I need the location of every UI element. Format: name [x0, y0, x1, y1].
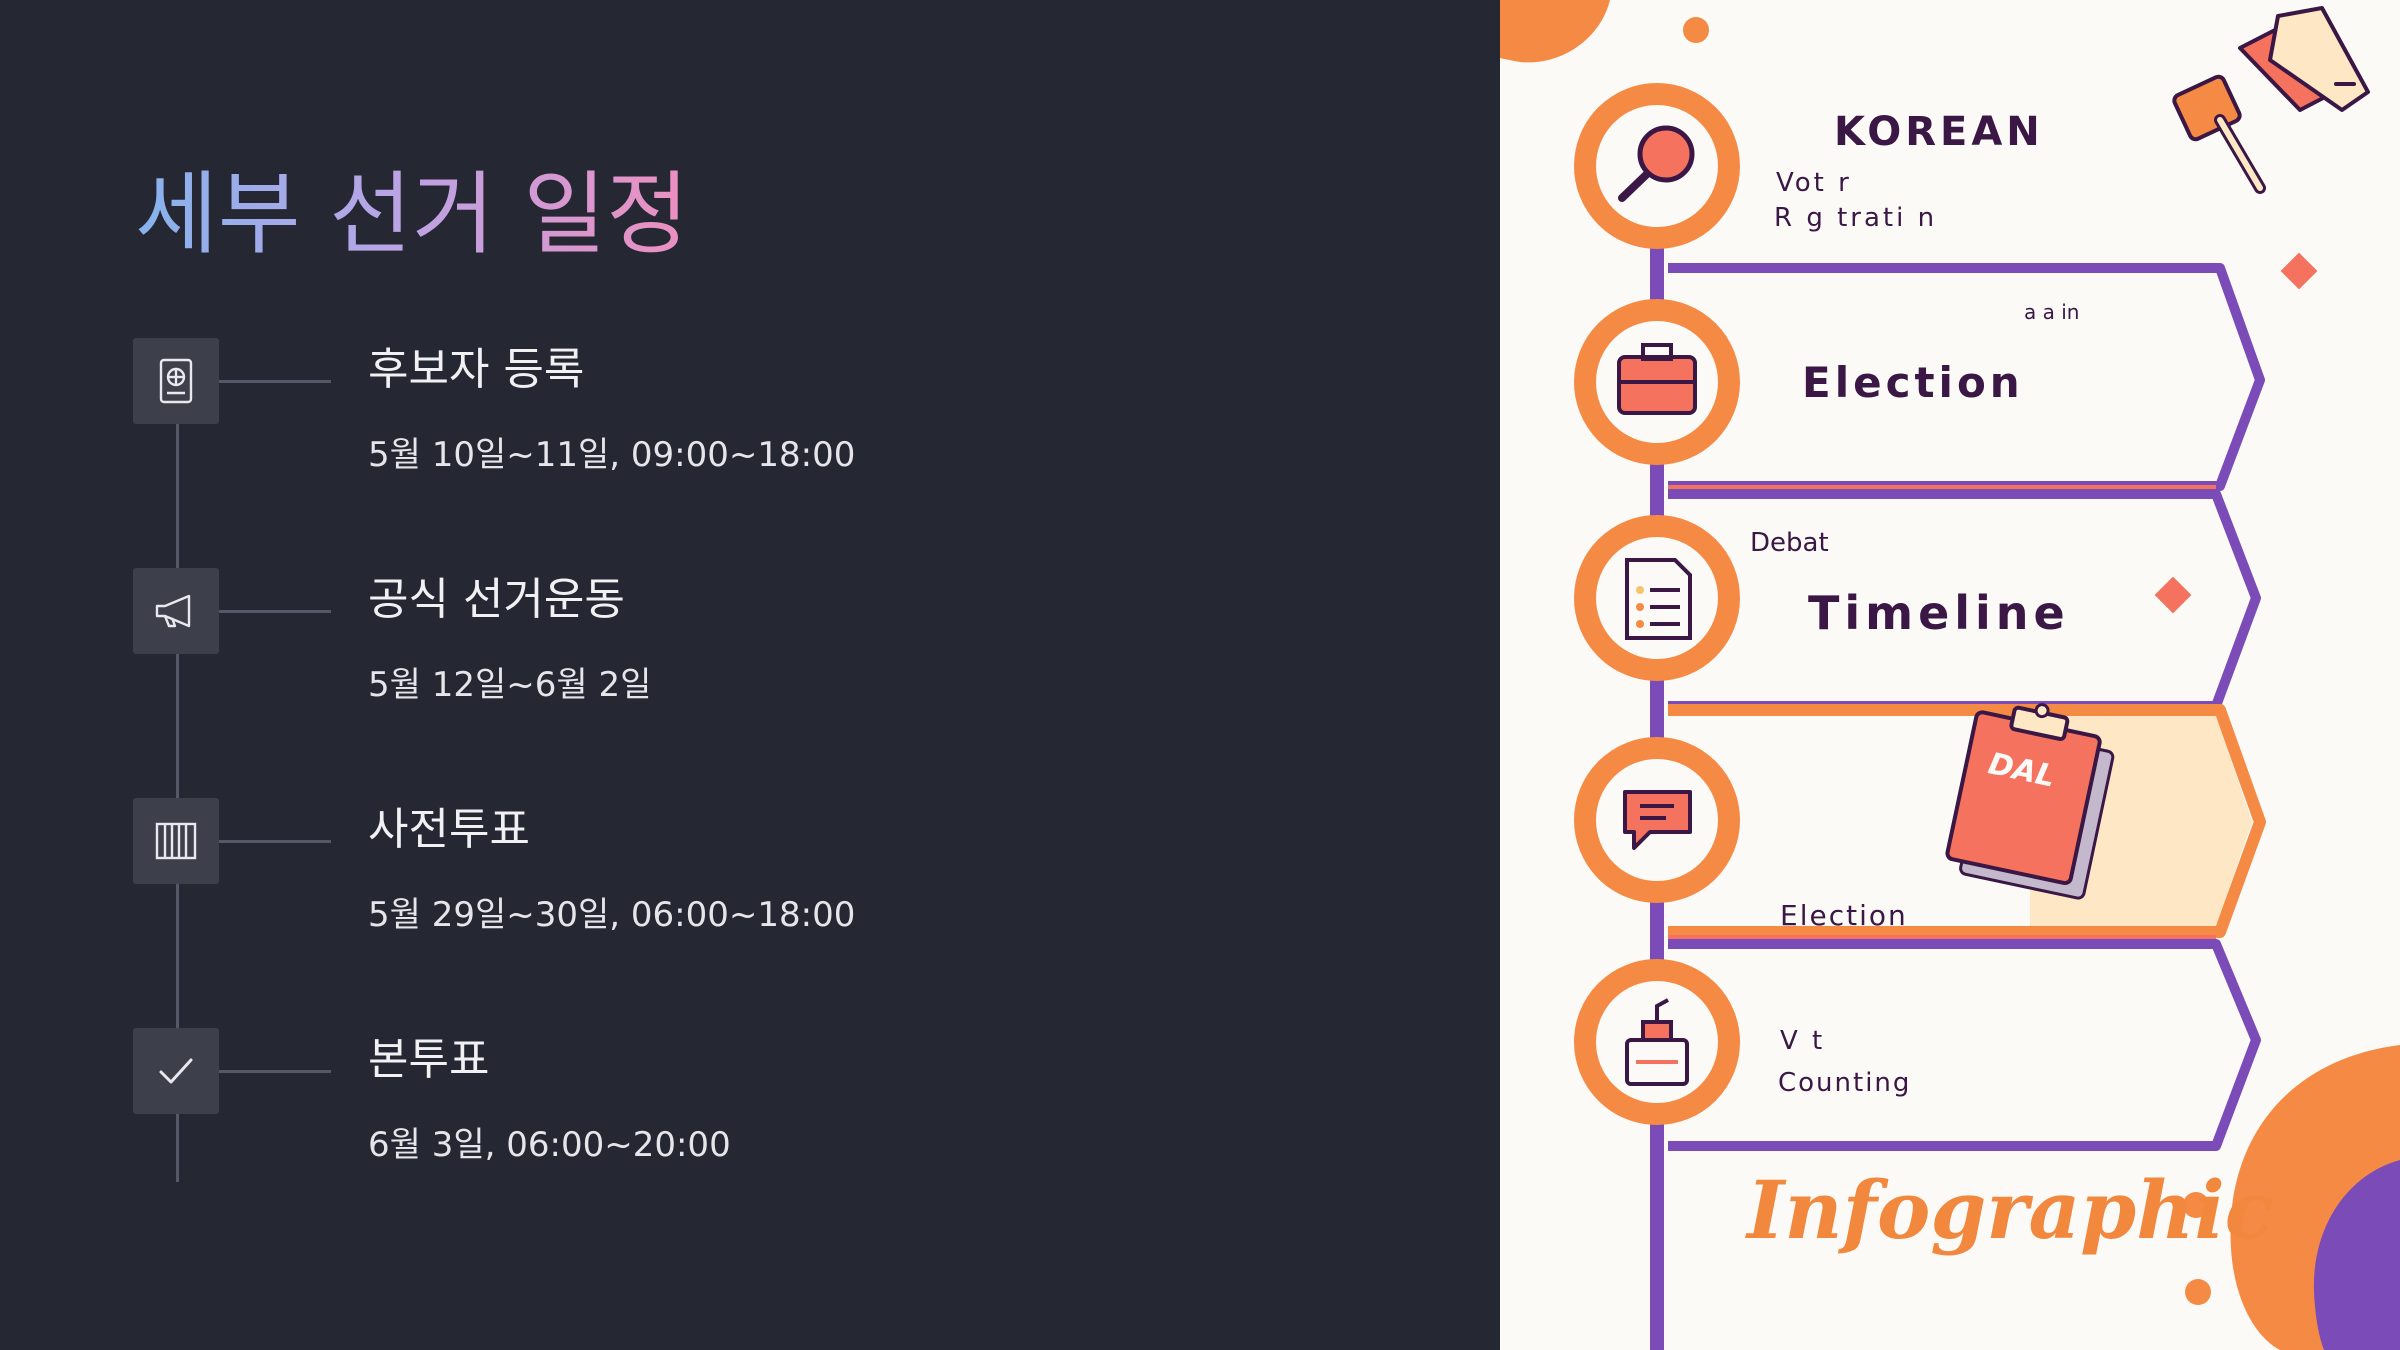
step-early-voting: 사전투표 5월 29일~30일, 06:00~18:00 — [0, 798, 1400, 938]
step-candidate-registration: 후보자 등록 5월 10일~11일, 09:00~18:00 — [0, 338, 1400, 478]
step-connector — [219, 610, 331, 613]
step-title: 사전투표 — [368, 804, 530, 855]
diamond-decoration — [2154, 576, 2192, 614]
passport-icon — [133, 338, 219, 424]
infographic-label: a a in — [2024, 300, 2080, 324]
step-date: 5월 12일~6월 2일 — [368, 665, 652, 705]
infographic-image: KOREAN Vot r R g trati n a a in Election… — [1500, 0, 2400, 1350]
infographic-label: R g trati n — [1774, 203, 1938, 233]
step-title: 후보자 등록 — [368, 344, 585, 395]
step-connector — [219, 1070, 331, 1073]
arrow-panel — [1668, 939, 2261, 1151]
infographic-illustration — [1500, 0, 2400, 1350]
document-list-icon — [1574, 515, 1740, 681]
briefcase-icon — [1574, 299, 1740, 465]
step-connector — [219, 380, 331, 383]
diamond-decoration — [2280, 252, 2318, 290]
infographic-label: Vot r — [1776, 168, 1852, 198]
search-icon — [1574, 83, 1740, 249]
infographic-label: V t — [1780, 1026, 1826, 1056]
infographic-label: Debat — [1750, 528, 1829, 558]
step-connector — [219, 840, 331, 843]
infographic-label: Election — [1780, 899, 1908, 932]
chat-bubble-icon — [1574, 737, 1740, 903]
infographic-footer: Infographic — [1747, 1163, 2274, 1257]
megaphone-icon — [133, 568, 219, 654]
dot-decoration — [1683, 17, 1709, 43]
schedule-panel: 세부 선거 일정 후보자 등록 5월 10일~11일, 09:00~18:00 … — [0, 162, 1400, 1182]
step-official-campaign: 공식 선거운동 5월 12일~6월 2일 — [0, 568, 1400, 708]
ballot-box-icon — [1574, 959, 1740, 1125]
clipboard-icon — [1945, 703, 2115, 900]
dot-decoration — [2183, 1192, 2209, 1218]
dot-decoration — [2185, 1279, 2211, 1305]
infographic-label: Election — [1802, 358, 2024, 407]
infographic-heading: KOREAN — [1834, 109, 2044, 155]
page-title: 세부 선거 일정 — [135, 162, 690, 267]
step-date: 5월 10일~11일, 09:00~18:00 — [368, 435, 856, 475]
corner-blob — [1500, 0, 1610, 63]
step-title: 공식 선거운동 — [368, 574, 625, 625]
corner-blob — [2313, 1160, 2400, 1350]
infographic-label: Timeline — [1808, 586, 2070, 640]
infographic-label: Counting — [1778, 1068, 1912, 1098]
megaphone-icon — [2172, 6, 2370, 194]
step-date: 6월 3일, 06:00~20:00 — [368, 1125, 731, 1165]
step-date: 5월 29일~30일, 06:00~18:00 — [368, 895, 856, 935]
check-icon — [133, 1028, 219, 1114]
step-main-voting: 본투표 6월 3일, 06:00~20:00 — [0, 1028, 1400, 1168]
ballot-box-icon — [133, 798, 219, 884]
step-title: 본투표 — [368, 1034, 490, 1085]
